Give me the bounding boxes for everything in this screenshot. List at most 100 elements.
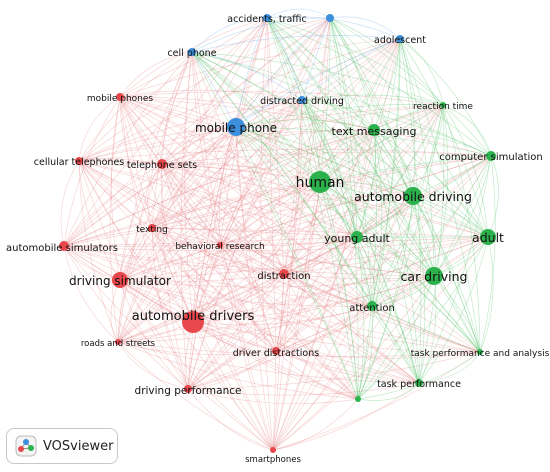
node-distracted-driving[interactable] (298, 96, 306, 104)
label-computer-simulation: computer simulation (439, 152, 543, 163)
node-task-performance-and-analysis[interactable] (477, 349, 483, 355)
network-edge (187, 17, 331, 390)
network-edge (272, 351, 481, 451)
network-edge (78, 160, 194, 323)
network-edge (357, 351, 481, 400)
network-edge (283, 155, 492, 275)
network-edge (119, 129, 375, 281)
network-edge (235, 126, 489, 238)
node-adolescent[interactable] (396, 35, 404, 43)
network-edge (161, 129, 375, 165)
node-computer-simulation[interactable] (486, 151, 496, 161)
network-edge (442, 104, 489, 238)
node-automobile-drivers[interactable] (182, 311, 204, 333)
vosviewer-name: VOSviewer (43, 438, 114, 454)
node-mobile-phones[interactable] (116, 93, 124, 101)
network-edge (119, 236, 489, 281)
node-cell-phone[interactable] (188, 48, 196, 56)
network-edge (283, 17, 331, 275)
network-edge (235, 119, 375, 131)
network-edge (235, 126, 373, 307)
node-automobile-driving[interactable] (404, 187, 422, 205)
network-edge (301, 99, 435, 277)
network-edge (119, 96, 274, 451)
network-edge (319, 155, 492, 183)
network-edge (78, 160, 414, 197)
node-roads-and-streets[interactable] (115, 339, 121, 345)
network-edge (78, 160, 435, 277)
network-edge (319, 181, 420, 384)
network-edge (272, 195, 414, 451)
node-human[interactable] (309, 171, 331, 193)
network-edge (119, 17, 331, 281)
network-edge (356, 236, 375, 307)
node-mobile-phone[interactable] (227, 118, 245, 136)
network-edge (187, 104, 444, 390)
network-edge (192, 99, 303, 323)
network-edge (235, 17, 268, 128)
node-text-messaging[interactable] (368, 124, 380, 136)
network-edge (266, 17, 435, 277)
network-edge (191, 51, 375, 131)
node-telephone-sets[interactable] (157, 159, 167, 169)
network-edge (275, 129, 375, 352)
node-adult[interactable] (480, 229, 496, 245)
label-automobile-simulators: automobile simulators (6, 243, 118, 254)
network-edge (442, 104, 492, 157)
node-texting[interactable] (148, 224, 156, 232)
network-edge (192, 195, 414, 323)
network-edge (301, 17, 331, 101)
node-driving-simulator[interactable] (112, 272, 128, 288)
network-edge (399, 38, 481, 353)
label-human: human (296, 175, 345, 191)
network-edge (117, 305, 373, 343)
network-edge (119, 96, 189, 390)
network-edge (283, 236, 358, 275)
network-edge (272, 104, 444, 451)
network-edge (151, 227, 489, 238)
network-edge (235, 126, 285, 275)
network-edge (63, 244, 221, 247)
network-edge (119, 96, 153, 229)
network-edge (78, 104, 444, 162)
node-smartphones[interactable] (270, 447, 276, 453)
network-edge (109, 96, 121, 343)
network-edge (187, 388, 274, 451)
network-edge (119, 96, 277, 352)
network-edge (119, 96, 414, 197)
node-car-driving[interactable] (425, 267, 443, 285)
network-edge (371, 38, 401, 307)
network-edge (266, 17, 492, 157)
network-edge (151, 51, 193, 229)
node-attention[interactable] (367, 301, 377, 311)
network-edge (119, 96, 285, 275)
node-driving-performance[interactable] (184, 385, 192, 393)
label-reaction-time: reaction time (413, 102, 473, 112)
network-edge (219, 236, 358, 247)
network-edge (191, 17, 331, 53)
network-edge (371, 305, 481, 353)
node-blue-unlabeled[interactable] (326, 14, 334, 22)
node-young-adult[interactable] (351, 231, 363, 243)
node-automobile-simulators[interactable] (59, 241, 69, 251)
node-cellular-telephones[interactable] (75, 157, 83, 165)
network-edge (479, 236, 494, 353)
network-edge (191, 17, 268, 53)
network-edge (266, 17, 414, 197)
network-edge (329, 17, 492, 157)
node-reaction-time[interactable] (440, 102, 446, 108)
network-edge (235, 126, 358, 238)
network-edge (117, 244, 221, 343)
node-distraction[interactable] (279, 269, 289, 279)
network-edge (266, 17, 358, 238)
network-edge (78, 160, 277, 352)
node-task-performance[interactable] (415, 379, 423, 387)
network-edge (63, 129, 375, 247)
node-driver-distractions[interactable] (272, 347, 280, 355)
label-adolescent: adolescent (374, 35, 426, 46)
network-edge (235, 126, 481, 353)
node-behavioral-research[interactable] (217, 242, 223, 248)
network-edge (161, 163, 414, 197)
node-accidents-traffic[interactable] (263, 14, 271, 22)
node-green-unlabeled[interactable] (355, 396, 361, 402)
